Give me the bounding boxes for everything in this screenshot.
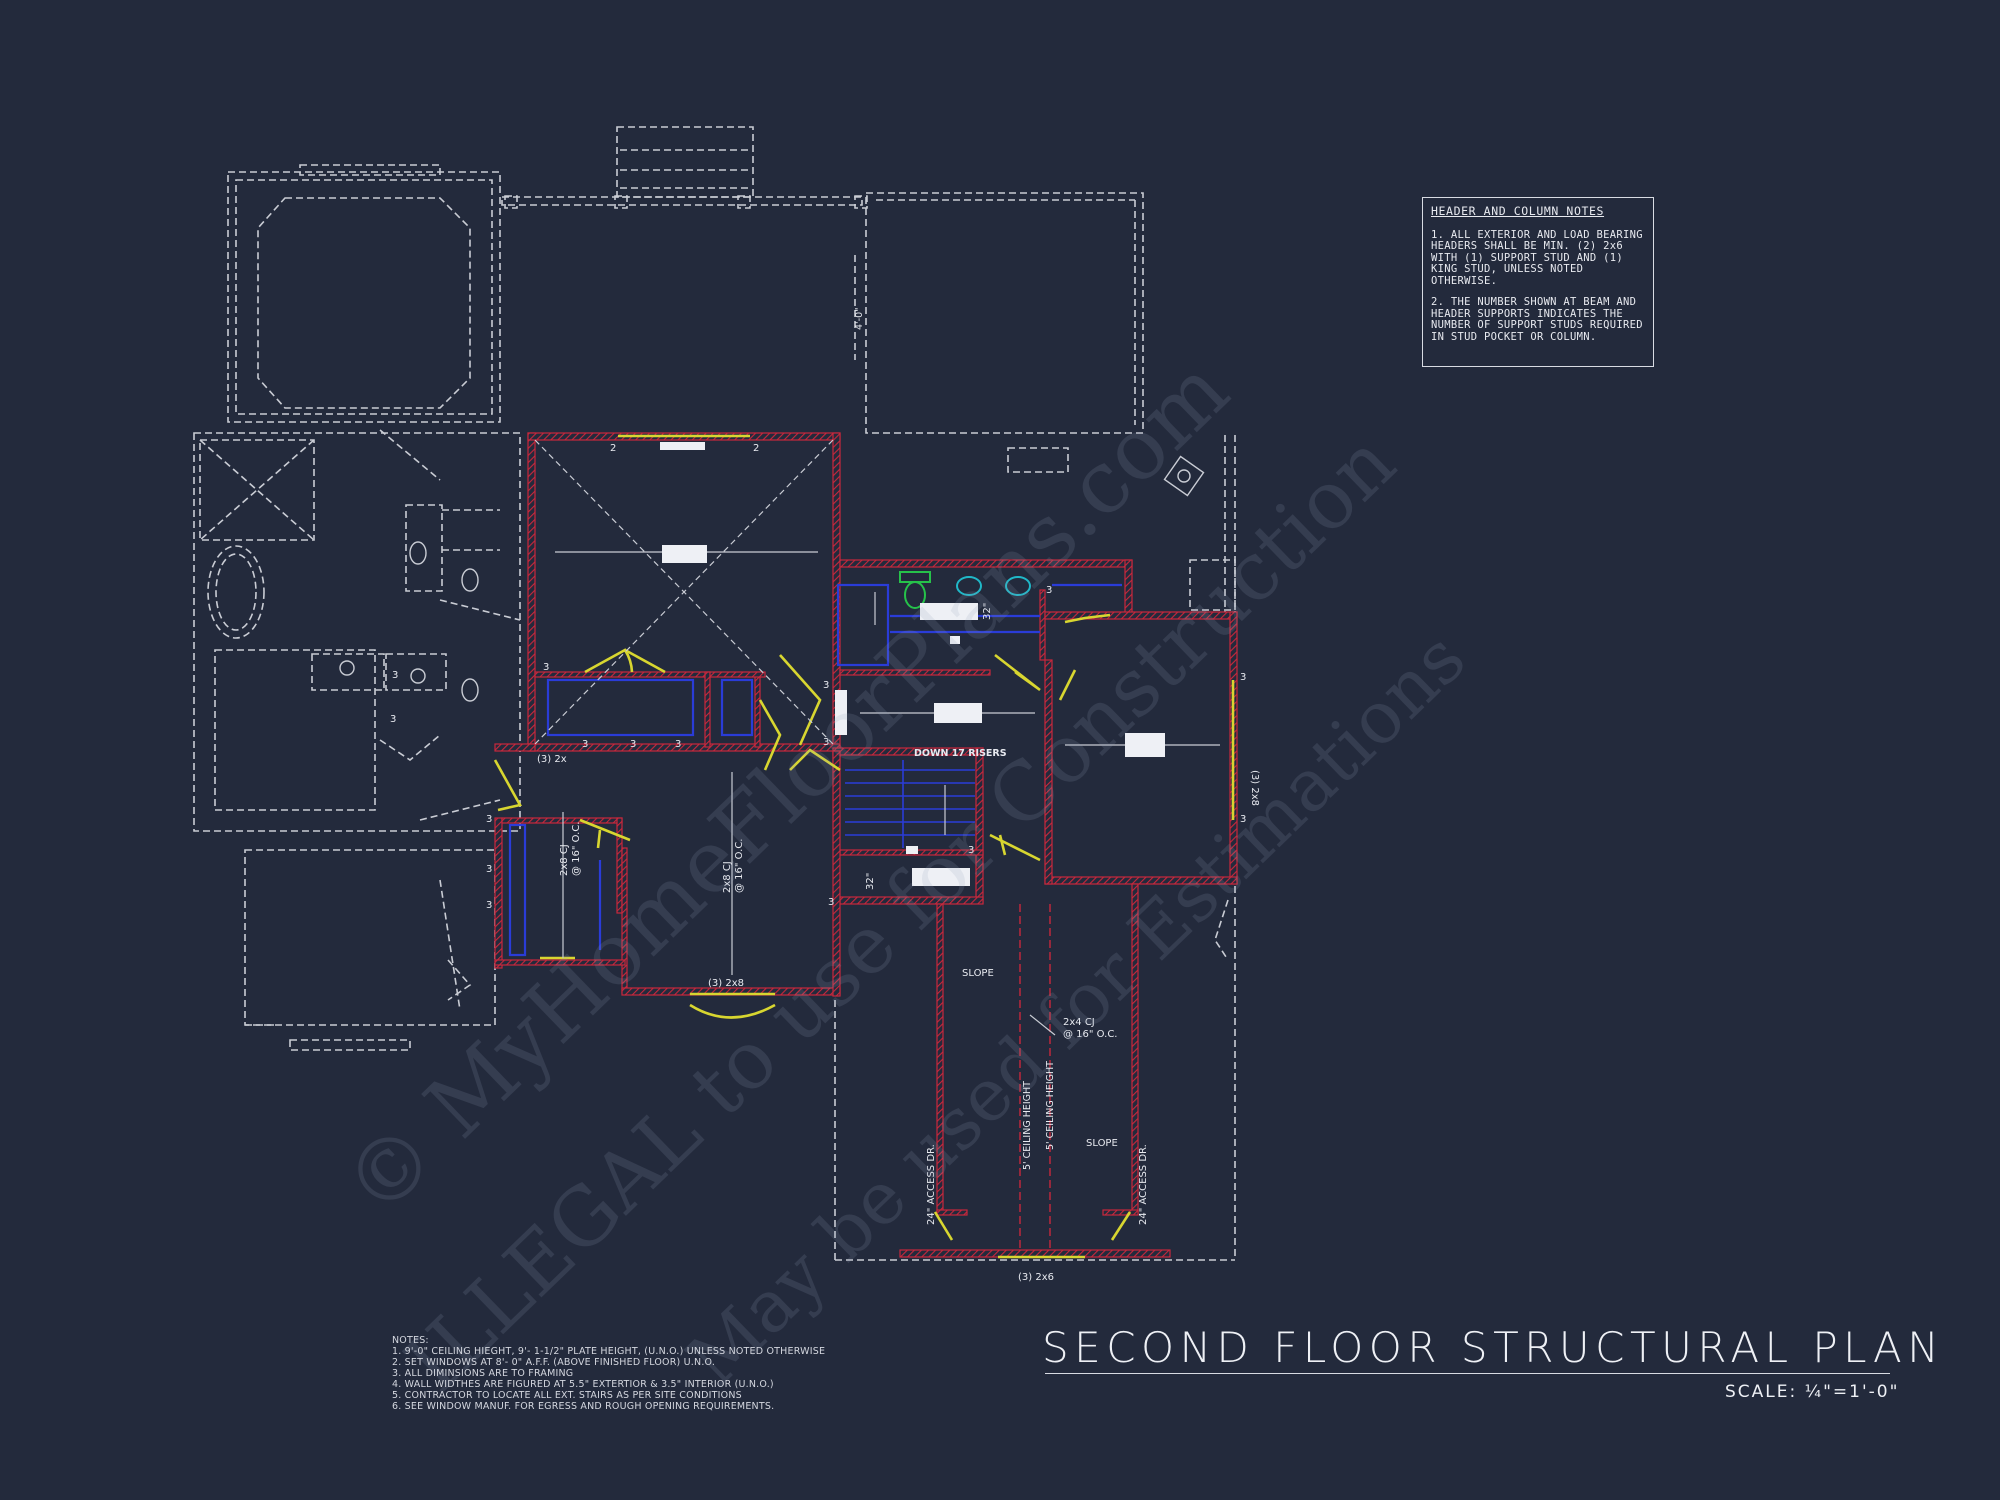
drawing-scale: SCALE: ¼"=1'-0"	[1725, 1382, 1900, 1402]
svg-text:3: 3	[392, 670, 398, 681]
svg-text:(3) 2x8: (3) 2x8	[1249, 770, 1260, 806]
svg-text:2x8 CJ: 2x8 CJ	[722, 861, 733, 893]
general-note: 4. WALL WIDTHES ARE FIGURED AT 5.5" EXTE…	[392, 1379, 774, 1390]
sink-icon-2	[1005, 576, 1031, 596]
svg-text:5' CEILING HEIGHT: 5' CEILING HEIGHT	[1022, 1081, 1033, 1170]
svg-text:@ 16" O.C.: @ 16" O.C.	[734, 839, 745, 894]
stud-numbers: 2 2 3 3 3 3 3 3 3 3 3 3 3 3 3 3 3 3	[390, 443, 1246, 911]
general-note: 1. 9'-0" CEILING HIEGHT, 9'- 1-1/2" PLAT…	[392, 1346, 826, 1357]
svg-text:3: 3	[675, 739, 681, 750]
svg-text:24" ACCESS DR.: 24" ACCESS DR.	[1138, 1144, 1149, 1225]
slope-label-2: SLOPE	[1086, 1138, 1118, 1149]
down-risers-label: DOWN 17 RISERS	[914, 748, 1007, 759]
svg-text:3: 3	[823, 737, 829, 748]
svg-text:32": 32"	[982, 603, 993, 620]
svg-text:4'-0": 4'-0"	[854, 308, 865, 331]
general-note: 5. CONTRACTOR TO LOCATE ALL EXT. STAIRS …	[392, 1390, 742, 1401]
stair-treads	[845, 760, 975, 848]
built-in-casework	[508, 583, 1122, 957]
bath-fixtures	[899, 571, 1031, 609]
svg-text:2: 2	[753, 443, 759, 454]
first-floor-outline	[193, 126, 1236, 1261]
svg-text:2: 2	[610, 443, 616, 454]
svg-text:3: 3	[486, 814, 492, 825]
general-note: 3. ALL DIMINSIONS ARE TO FRAMING	[392, 1368, 574, 1379]
sink-icon	[956, 576, 982, 596]
svg-text:5' CEILING HEIGHT: 5' CEILING HEIGHT	[1045, 1061, 1056, 1150]
svg-text:3: 3	[390, 714, 396, 725]
drawing-title: SECOND FLOOR STRUCTURAL PLAN	[1042, 1323, 1945, 1372]
title-underline	[1045, 1373, 1890, 1374]
svg-text:3: 3	[486, 900, 492, 911]
general-notes-heading: NOTES:	[392, 1335, 429, 1346]
plan-labels: DOWN 17 RISERS SLOPE SLOPE 2x4 CJ @ 16" …	[537, 308, 1260, 1284]
general-note: 2. SET WINDOWS AT 8'- 0" A.F.F. (ABOVE F…	[392, 1357, 716, 1368]
slope-label: SLOPE	[962, 968, 994, 979]
svg-text:3: 3	[968, 845, 974, 856]
svg-text:32": 32"	[865, 873, 876, 890]
svg-text:3: 3	[1240, 814, 1246, 825]
header-notes-title: HEADER AND COLUMN NOTES	[1431, 204, 1605, 218]
svg-text:(3) 2x6: (3) 2x6	[1018, 1272, 1054, 1283]
beam-markers	[660, 442, 1165, 886]
svg-text:3: 3	[1046, 585, 1052, 596]
svg-text:3: 3	[582, 739, 588, 750]
svg-text:3: 3	[1240, 672, 1246, 683]
first-floor-fixtures	[339, 455, 1205, 702]
svg-text:@ 16" O.C.: @ 16" O.C.	[571, 822, 582, 877]
svg-text:2x4 CJ: 2x4 CJ	[1063, 1017, 1095, 1028]
svg-text:3: 3	[630, 739, 636, 750]
svg-text:24" ACCESS DR.: 24" ACCESS DR.	[926, 1144, 937, 1225]
svg-text:3: 3	[543, 662, 549, 673]
svg-text:3: 3	[823, 680, 829, 691]
svg-text:(3) 2x8: (3) 2x8	[708, 978, 744, 989]
general-note: 6. SEE WINDOW MANUF. FOR EGRESS AND ROUG…	[392, 1401, 775, 1412]
framing-lines	[534, 439, 1220, 1036]
header-note-2: 2. THE NUMBER SHOWN AT BEAM AND HEADER S…	[1431, 296, 1643, 343]
general-notes: NOTES: 1. 9'-0" CEILING HIEGHT, 9'- 1-1/…	[392, 1335, 912, 1412]
attic-dividers	[1019, 904, 1051, 1250]
windows-and-doors	[493, 434, 1235, 1259]
second-floor-walls	[494, 432, 1238, 1258]
header-column-notes: HEADER AND COLUMN NOTES 1. ALL EXTERIOR …	[1422, 197, 1654, 367]
header-note-1: 1. ALL EXTERIOR AND LOAD BEARING HEADERS…	[1431, 228, 1643, 287]
svg-text:@ 16" O.C.: @ 16" O.C.	[1063, 1029, 1118, 1040]
svg-text:3: 3	[828, 897, 834, 908]
svg-text:2x8 CJ: 2x8 CJ	[559, 844, 570, 876]
svg-text:(3) 2x: (3) 2x	[537, 754, 567, 765]
svg-text:3: 3	[486, 864, 492, 875]
